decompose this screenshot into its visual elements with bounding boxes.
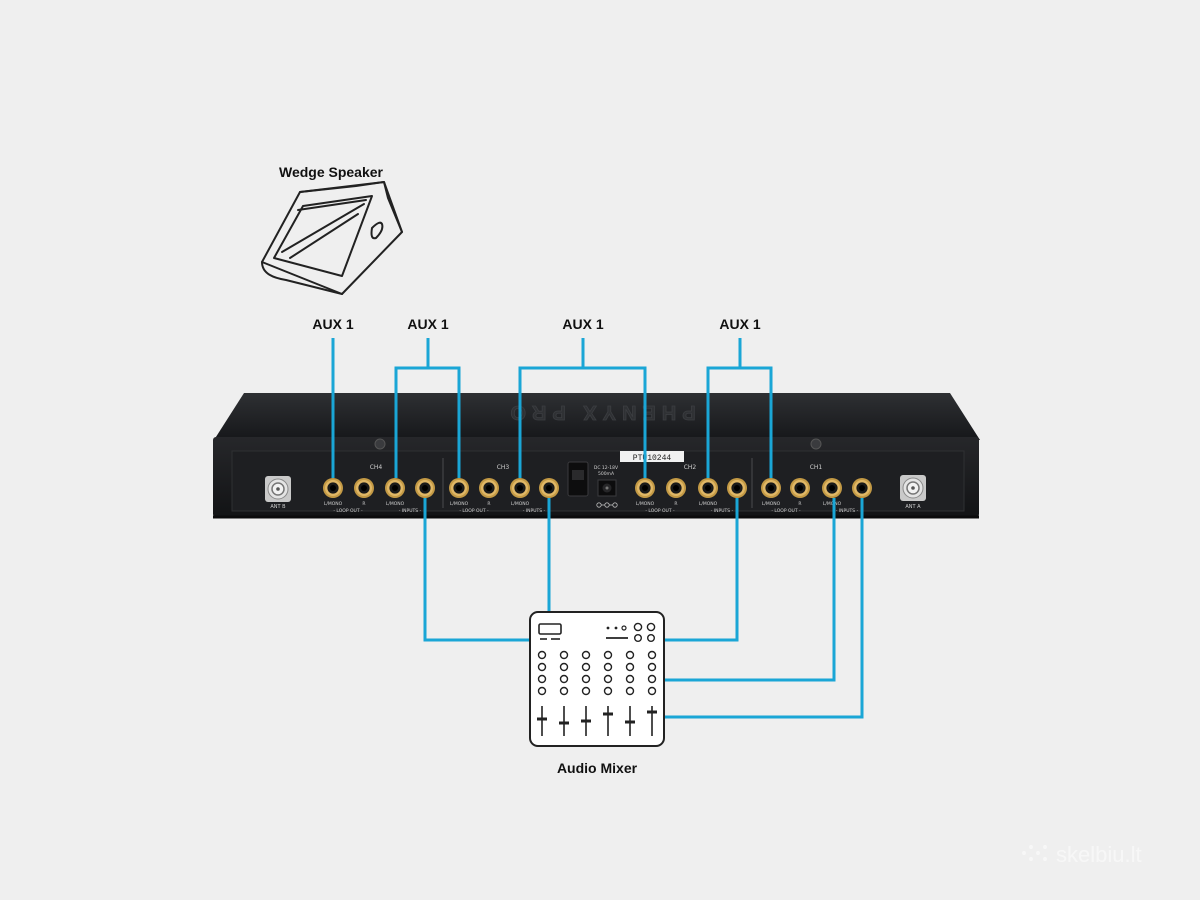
ch1-input-l-mono-jack[interactable] [822, 478, 842, 498]
jack-label: L/MONO [699, 501, 718, 507]
receiver-unit: PHENYX PRO PTU10244 ANT B ANT A CH4 CH3 … [213, 393, 980, 519]
polarity-symbol-icon [596, 502, 618, 508]
cables [331, 338, 864, 719]
loop-out-label: - LOOP OUT - [333, 508, 363, 514]
inputs-label: - INPUTS - [711, 508, 734, 514]
jack-label: L/MONO [823, 501, 842, 507]
jack-label: R [798, 501, 801, 507]
antenna-b-label: ANT B [270, 504, 286, 510]
ch1-loop-out-l-mono-jack[interactable] [761, 478, 781, 498]
cable-ch2-input-to-mixer [664, 498, 739, 642]
cable-ch1-input-l-to-mixer [664, 498, 836, 682]
antenna-b-connector[interactable] [264, 475, 292, 503]
brand-mark: PHENYX PRO [504, 401, 695, 423]
jack-label: L/MONO [762, 501, 781, 507]
receiver-top-panel [214, 393, 980, 440]
watermark-text: skelbiu.lt [1056, 842, 1142, 867]
group-labels: - LOOP OUT - - INPUTS - - LOOP OUT - - I… [333, 508, 858, 514]
aux-label: AUX 1 [562, 316, 603, 332]
channel-label: CH2 [684, 464, 697, 471]
ch1-input-r-jack[interactable] [852, 478, 872, 498]
ch1-loop-out-r-jack[interactable] [790, 478, 810, 498]
inputs-label: - INPUTS - [399, 508, 422, 514]
aux-label: AUX 1 [312, 316, 353, 332]
ch2-input-r-jack[interactable] [727, 478, 747, 498]
aux-label: AUX 1 [719, 316, 760, 332]
mixer-display-icon [538, 623, 562, 635]
cable-aux-bracket-ch2-ch1 [706, 338, 773, 478]
cable-aux-bracket-ch4-ch3 [394, 338, 461, 478]
screw-icon [374, 438, 386, 450]
inputs-label: - INPUTS - [836, 508, 859, 514]
jack-label: L/MONO [324, 501, 343, 507]
channel-label: CH3 [497, 464, 510, 471]
jack-label: R [362, 501, 365, 507]
serial-number: PTU10244 [633, 454, 672, 463]
ch3-input-l-mono-jack[interactable] [510, 478, 530, 498]
screw-icon [810, 438, 822, 450]
ch2-input-l-mono-jack[interactable] [698, 478, 718, 498]
antenna-a-label: ANT A [905, 504, 921, 510]
dc-current-label: 500mA [598, 471, 615, 477]
jack-label: L/MONO [450, 501, 469, 507]
aux-labels: AUX 1 AUX 1 AUX 1 AUX 1 [312, 316, 760, 332]
channel-label: CH1 [810, 464, 823, 471]
audio-mixer-label: Audio Mixer [557, 760, 638, 776]
cable-ch4-input-to-mixer [423, 498, 530, 642]
inputs-label: - INPUTS - [523, 508, 546, 514]
ch4-input-r-jack[interactable] [415, 478, 435, 498]
ch4-input-l-mono-jack[interactable] [385, 478, 405, 498]
jack-label: L/MONO [511, 501, 530, 507]
dc-power-jack[interactable] [597, 479, 617, 497]
loop-out-label: - LOOP OUT - [459, 508, 489, 514]
ch3-loop-out-l-mono-jack[interactable] [449, 478, 469, 498]
channel-label: CH4 [370, 464, 383, 471]
ch4-loop-out-r-jack[interactable] [354, 478, 374, 498]
loop-out-label: - LOOP OUT - [771, 508, 801, 514]
jack-label: R [674, 501, 677, 507]
wedge-speaker-label: Wedge Speaker [279, 164, 384, 180]
jack-label: L/MONO [386, 501, 405, 507]
cable-aux-bracket-ch3-ch2 [518, 338, 647, 478]
ch4-loop-out-l-mono-jack[interactable] [323, 478, 343, 498]
serial-sticker [620, 451, 684, 462]
watermark: skelbiu.lt [1022, 842, 1142, 867]
wedge-speaker-icon [261, 181, 403, 295]
ch3-loop-out-r-jack[interactable] [479, 478, 499, 498]
cable-ch1-input-r-to-mixer [664, 498, 864, 719]
loop-out-label: - LOOP OUT - [645, 508, 675, 514]
dc-input-label: DC 12-18V [594, 465, 619, 471]
ch3-input-r-jack[interactable] [539, 478, 559, 498]
audio-mixer-icon [529, 611, 665, 747]
jack-label: L/MONO [636, 501, 655, 507]
ch2-loop-out-r-jack[interactable] [666, 478, 686, 498]
watermark-logo-icon [1022, 845, 1047, 861]
ch2-loop-out-l-mono-jack[interactable] [635, 478, 655, 498]
mixer-faders-icon [537, 706, 657, 736]
jack-label: R [487, 501, 490, 507]
antenna-a-connector[interactable] [899, 474, 927, 502]
aux-label: AUX 1 [407, 316, 448, 332]
